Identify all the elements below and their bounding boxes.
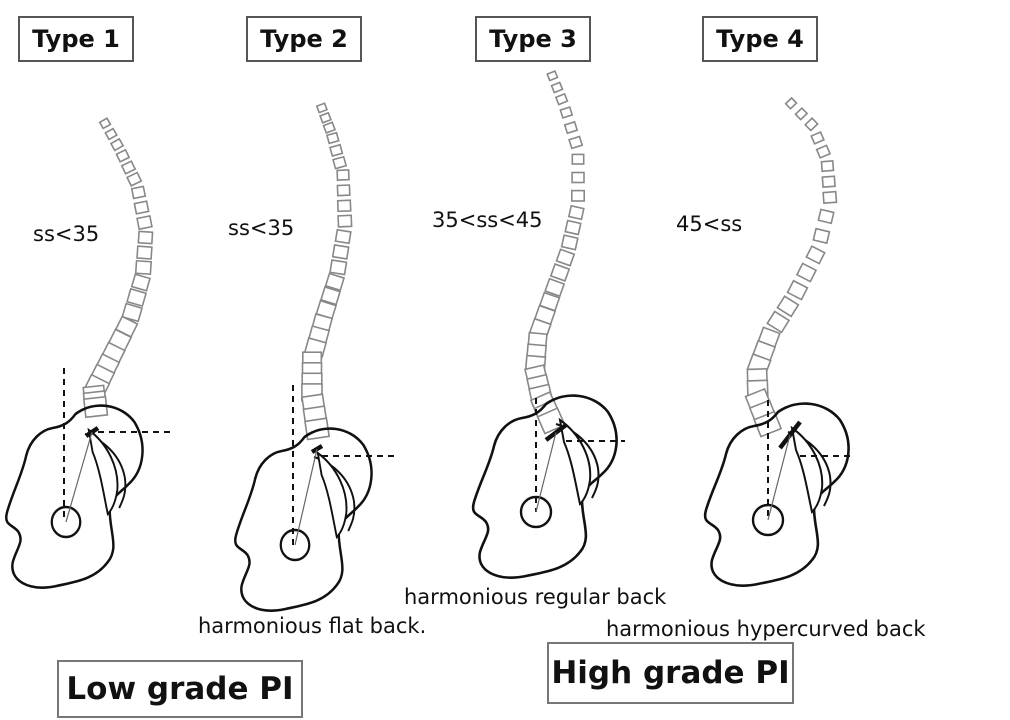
spine-type-1 — [83, 118, 152, 417]
sacrum — [560, 420, 590, 504]
vertebra — [320, 113, 331, 123]
vertebra — [337, 185, 349, 196]
vertebra — [137, 246, 152, 259]
caption-flat-back: harmonious flat back. — [198, 614, 426, 638]
type-4-ss-label: 45<ss — [676, 212, 742, 236]
vertebra — [822, 176, 835, 187]
vertebra — [547, 71, 557, 80]
type-1-ss-label: ss<35 — [33, 222, 99, 246]
vertebra — [335, 230, 350, 244]
vertebra — [127, 289, 146, 306]
pelvises-group — [6, 368, 854, 611]
vertebra — [806, 246, 824, 263]
high-grade-pi-label: High grade PI — [547, 642, 794, 704]
vertebra — [136, 261, 151, 274]
vertebra — [317, 103, 327, 112]
vertebra — [330, 145, 342, 156]
vertebra — [138, 231, 152, 243]
vertebra — [823, 192, 836, 204]
vertebra — [811, 132, 824, 144]
vertebra — [572, 173, 584, 183]
vertebra — [777, 296, 798, 316]
vertebra — [552, 82, 563, 92]
incidence-line — [66, 432, 92, 522]
vertebra — [338, 200, 351, 211]
vertebra — [818, 209, 833, 223]
sacrum — [89, 430, 118, 514]
vertebra — [788, 281, 808, 300]
caption-regular-back: harmonious regular back — [404, 585, 666, 609]
type-3-ss-label: 35<ss<45 — [432, 208, 543, 232]
caption-hypercurved-back: harmonious hypercurved back — [606, 617, 926, 641]
vertebra — [786, 98, 797, 109]
sacrum — [792, 428, 822, 512]
vertebra — [105, 129, 116, 140]
pelvis-shape — [235, 429, 371, 611]
vertebra — [565, 221, 581, 235]
vertebra — [333, 157, 346, 169]
vertebra — [338, 215, 352, 227]
vertebra — [116, 150, 129, 162]
spine-type-2 — [302, 103, 352, 439]
vertebra — [572, 154, 583, 164]
vertebra — [805, 118, 817, 130]
type-2-ss-label: ss<35 — [228, 216, 294, 240]
vertebra — [111, 139, 123, 151]
vertebra — [132, 274, 150, 291]
incidence-line — [295, 449, 317, 545]
spines-group — [83, 71, 836, 439]
vertebra — [134, 201, 148, 214]
vertebra — [569, 206, 584, 219]
vertebra — [556, 94, 568, 105]
vertebra — [817, 145, 830, 157]
sacrum — [318, 453, 347, 537]
vertebra — [572, 191, 584, 201]
vertebra — [333, 245, 349, 259]
vertebra — [795, 108, 807, 120]
vertebra — [562, 235, 578, 249]
vertebra — [137, 216, 152, 229]
vertebra — [122, 161, 135, 174]
vertebra — [324, 122, 335, 133]
iliac-outline — [235, 429, 371, 611]
vertebra — [330, 260, 346, 275]
vertebra — [565, 122, 577, 133]
vertebra — [100, 118, 111, 128]
vertebra — [556, 249, 574, 265]
incidence-line — [768, 435, 790, 520]
vertebra — [821, 161, 833, 171]
vertebra — [327, 133, 339, 144]
vertebra — [127, 173, 141, 186]
vertebra — [337, 170, 349, 180]
vertebra — [560, 107, 572, 118]
vertebra — [797, 263, 816, 281]
vertebra — [551, 264, 569, 281]
spine-type-3 — [525, 71, 584, 434]
vertebra — [813, 229, 829, 244]
spine-type-4 — [746, 98, 837, 437]
vertebra — [569, 137, 582, 149]
low-grade-pi-label: Low grade PI — [57, 660, 303, 718]
vertebra — [132, 186, 146, 198]
